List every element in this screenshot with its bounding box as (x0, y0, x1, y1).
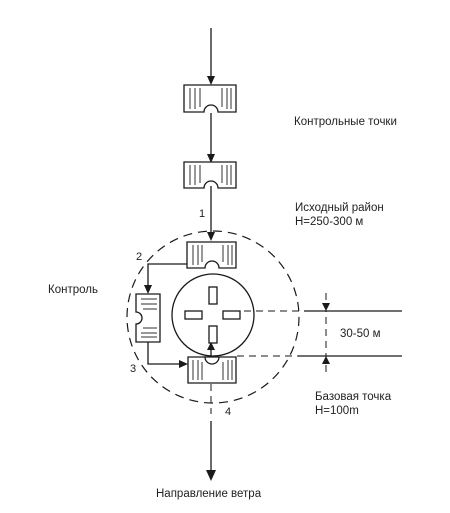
control-point-block-1 (183, 84, 237, 113)
holding-block-top (186, 241, 237, 269)
distance-dimension (322, 293, 330, 376)
step-number-1: 1 (199, 208, 205, 220)
control-label: Контроль (48, 284, 98, 296)
initial-area-circle (126, 230, 300, 404)
control-points-label: Контрольные точки (294, 116, 397, 128)
initial-area-height: H=250-300 м (295, 216, 363, 228)
base-point-label: Базовая точка (315, 391, 392, 403)
step-number-4: 4 (225, 406, 231, 418)
target-circle (171, 273, 255, 357)
initial-area-label: Исходный район (295, 202, 384, 214)
control-block-left (135, 293, 161, 343)
wind-direction-label: Направление ветра (156, 488, 262, 500)
exit-line (206, 384, 216, 481)
step-number-3: 3 (130, 363, 136, 375)
base-lines (237, 310, 402, 357)
control-point-block-2 (183, 161, 237, 189)
base-point-height: H=100m (315, 405, 359, 417)
control-route (144, 263, 215, 368)
distance-label: 30-50 м (340, 328, 381, 340)
holding-block-bottom (187, 356, 237, 384)
step-number-2: 2 (136, 251, 142, 263)
approach-line (207, 28, 215, 241)
